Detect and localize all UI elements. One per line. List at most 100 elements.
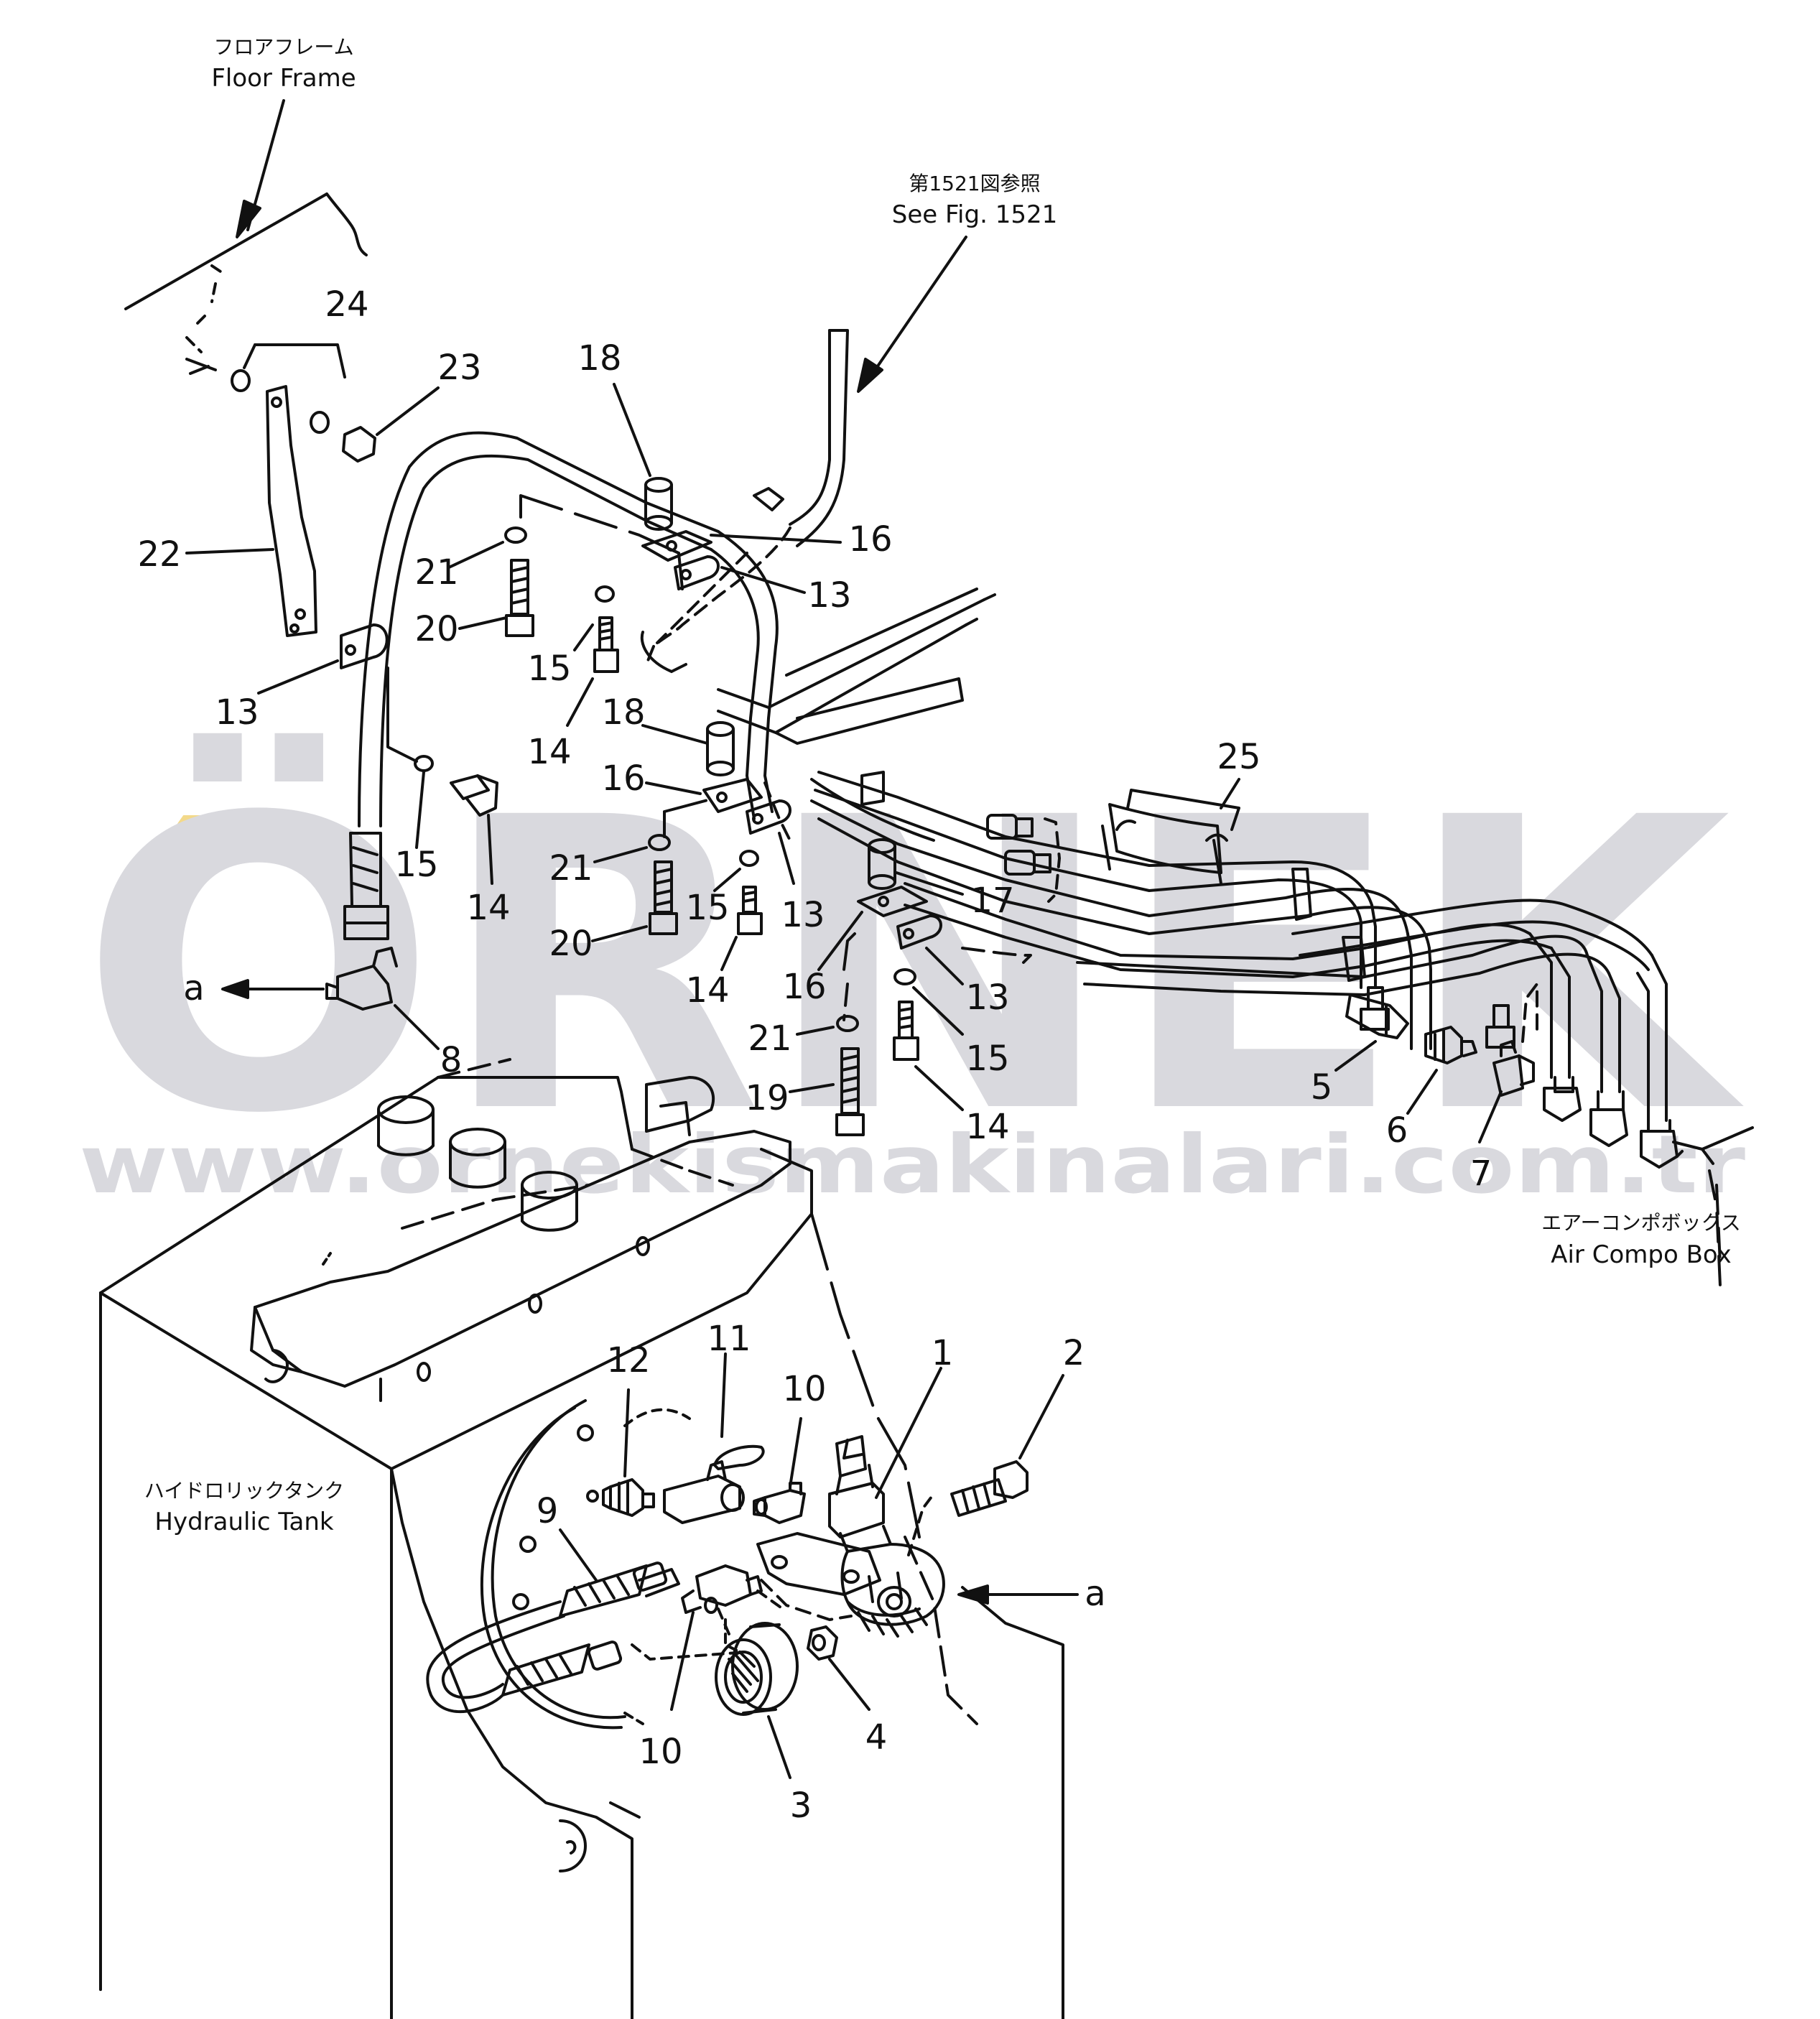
leader-3 [767,1715,791,1779]
watermark-url: www.ornekismakinalari.com.tr [79,1118,1745,1212]
leader-4 [828,1658,870,1711]
leader-20b [591,925,648,942]
leader-22 [185,548,274,554]
elbow-8 [325,947,398,1011]
leader-19 [789,1083,835,1093]
bolt-20a [505,559,534,637]
leader-16c [817,911,863,971]
pipe-right-upper [717,588,996,734]
leader-5 [1334,1040,1377,1072]
bracket-outline-lower [663,796,720,838]
washer-21c [836,1015,859,1032]
pipe-see-fig [753,329,849,547]
part-number-16: 16 [848,519,892,560]
elbow-10-lower [681,1564,763,1614]
bolt-14a [593,616,619,673]
clamp-13-left [340,623,389,669]
washer-15a [595,585,615,603]
clamp-13b [674,555,720,590]
clamp-16a [641,530,712,562]
dashed-guide-c [763,781,791,842]
fitting-6 [1424,1026,1477,1064]
bolt-14b [450,774,498,817]
leader-13d [925,947,964,985]
part-number-10: 10 [782,1369,826,1409]
leader-10b [670,1611,695,1711]
leader-12 [623,1388,630,1477]
leader-15d [912,986,964,1036]
leader-16b [645,781,702,795]
leader-13b [720,566,806,594]
leader-11 [720,1352,727,1438]
bolt-2 [950,1460,1029,1517]
arrow-a-left-head [221,979,249,999]
part-number-20: 20 [414,609,458,649]
bracket-outline-lowest [842,932,856,971]
part-number-2: 2 [1063,1333,1085,1373]
washer-21b [648,834,671,851]
floor-frame [124,192,368,375]
hose-bundle [810,771,1668,1122]
air-compo-box-label: Air Compo Box [1551,1240,1732,1269]
tank-right-edge [961,1586,1064,2019]
hose-9 [426,1561,680,1714]
fitting-12 [586,1478,655,1517]
washer-15c [739,850,759,867]
inspection-cover [480,1399,691,1730]
bolt-20b [649,860,678,935]
part-number-13: 13 [781,895,825,935]
tank-notch [559,1819,587,1872]
elbow-10-upper [753,1482,806,1524]
part-number-23: 23 [437,348,481,388]
part-number-15: 15 [685,888,729,928]
bolt-14d [893,1001,919,1061]
washer-24a [231,369,251,392]
leader-8 [394,1004,440,1050]
ref-a-left: a [183,968,204,1008]
leader-17 [895,871,964,896]
nut-23 [342,426,376,463]
clamp-16c [857,886,928,917]
leader-14b [487,814,493,885]
ref-a-right: a [1085,1574,1105,1614]
pipe-left-of-arm [640,631,687,673]
leader-see-fig [871,236,967,375]
band-clamp-25 [1101,789,1240,885]
part-number-14: 14 [685,970,729,1011]
tank-top-dashed [437,1058,734,1187]
filter-dashed-2 [907,1493,935,1556]
leader-24 [243,343,346,379]
leader-18a [613,383,651,477]
leader-13-left [257,659,339,695]
leader-14c [720,936,738,971]
tank-notch-2 [566,1840,577,1855]
dashed-line-lower-left [842,983,849,1021]
gauge-3 [715,1622,799,1716]
part-number-5: 5 [1311,1067,1333,1108]
leader-18b [641,724,709,745]
part-number-13: 13 [807,575,851,616]
part-number-13: 13 [215,692,259,733]
hose-left-lower [343,832,389,940]
bracket-outline-upper [519,494,684,590]
washer-24b [310,411,330,434]
part-number-14: 14 [466,888,510,928]
bundle-clip-b [1342,936,1366,982]
leader-2 [1018,1374,1064,1459]
fitting-4 [807,1625,838,1661]
arrow-a-right-head [957,1584,989,1605]
part-number-3: 3 [790,1786,812,1826]
part-number-7: 7 [1470,1154,1492,1194]
leader-6 [1406,1069,1438,1115]
part-number-15: 15 [394,845,438,885]
part-number-25: 25 [1217,737,1260,777]
part-number-16: 16 [782,967,826,1007]
dashed-elbow-10-lower [717,1589,784,1635]
leader-15c [713,868,741,892]
leader-7 [1478,1090,1503,1143]
part-number-11: 11 [707,1319,751,1359]
leader-25 [1220,778,1240,809]
part-number-21: 21 [549,848,593,888]
tank-guide-dashed [631,1643,748,1661]
